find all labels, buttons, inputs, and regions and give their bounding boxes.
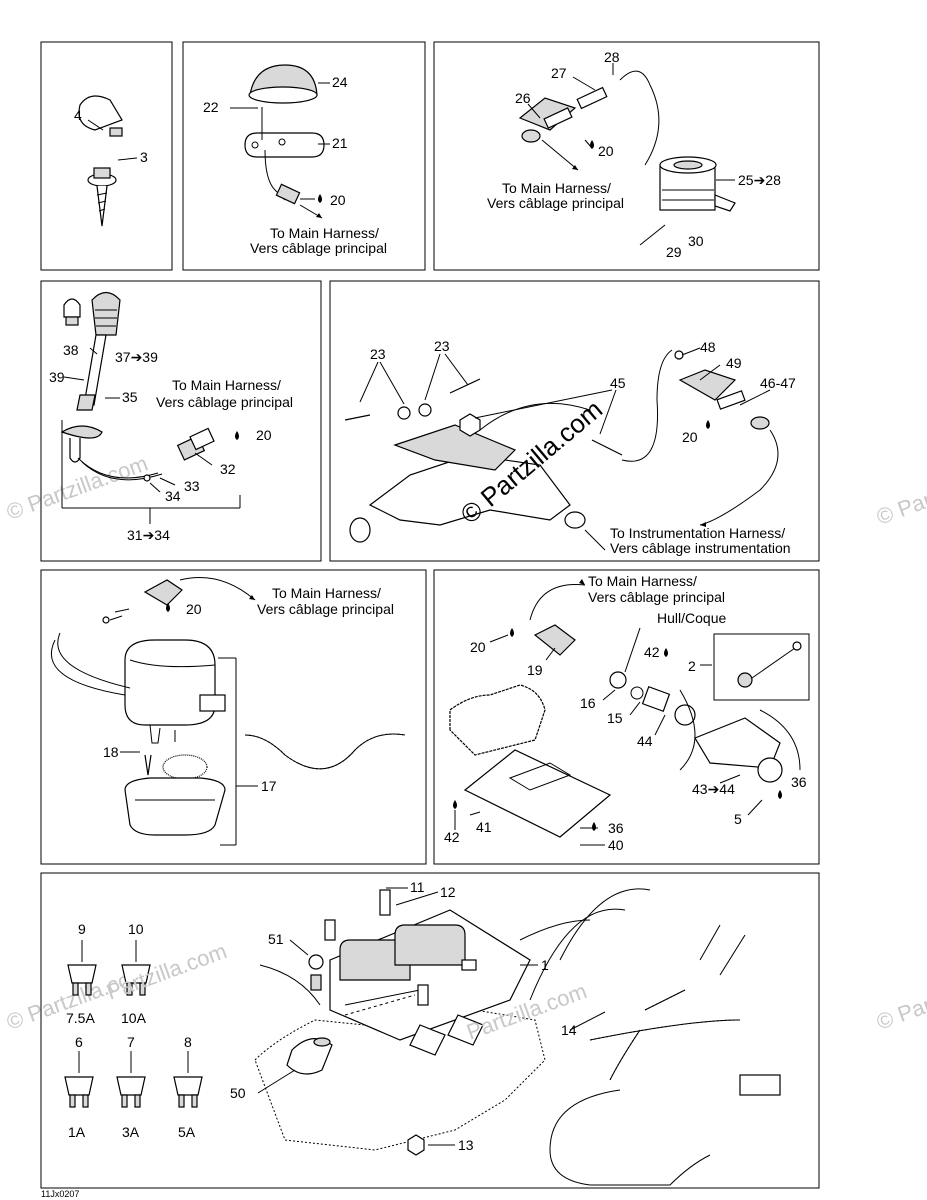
note-main-harness-en: To Main Harness/ — [272, 585, 381, 601]
panel-2: 24 22 21 20 To Main Harness/ Vers câblag… — [182, 41, 426, 271]
note-main-harness-fr: Vers câblage principal — [257, 601, 394, 617]
label-4: 4 — [74, 107, 82, 123]
label-31-34: 31➔34 — [127, 527, 170, 543]
label-20: 20 — [186, 601, 202, 617]
note-main-harness-fr: Vers câblage principal — [487, 195, 624, 211]
label-20: 20 — [330, 192, 346, 208]
label-36-bottom: 36 — [608, 820, 624, 836]
label-43-44: 43➔44 — [692, 781, 735, 797]
label-15: 15 — [607, 710, 623, 726]
label-26: 26 — [515, 90, 531, 106]
label-32: 32 — [220, 461, 236, 477]
label-25-28: 25➔28 — [738, 172, 781, 188]
label-18: 18 — [103, 744, 119, 760]
fuse-7-rating: 3A — [122, 1124, 140, 1140]
label-23-left: 23 — [370, 346, 386, 362]
label-20: 20 — [598, 143, 614, 159]
label-33: 33 — [184, 478, 200, 494]
panel-6: 20 18 17 To Main Harness/ Vers câblage p… — [40, 569, 427, 865]
fuse-9: 9 7.5A — [66, 921, 97, 1026]
fuse-6-rating: 1A — [68, 1124, 86, 1140]
label-12: 12 — [440, 884, 456, 900]
note-main-harness-fr: Vers câblage principal — [156, 394, 293, 410]
label-37-39: 37➔39 — [115, 349, 158, 365]
fuse-9-rating: 7.5A — [66, 1010, 95, 1026]
label-36-right: 36 — [791, 774, 807, 790]
fuse-6: 6 1A — [64, 1034, 94, 1140]
label-27: 27 — [551, 65, 567, 81]
note-main-harness-en: To Main Harness/ — [502, 180, 611, 196]
label-39: 39 — [49, 369, 65, 385]
note-main-harness-en: To Main Harness/ — [588, 573, 697, 589]
note-main-harness-en: To Main Harness/ — [270, 225, 379, 241]
label-11: 11 — [410, 879, 425, 895]
label-2: 2 — [688, 658, 696, 674]
panel-8: 9 7.5A 10 10A 6 1A 7 3A 8 5A — [40, 872, 820, 1189]
fuse-10: 10 10A — [121, 921, 151, 1026]
label-46-47: 46-47 — [760, 375, 796, 391]
fuse-10-num: 10 — [128, 921, 144, 937]
panel-4: 38 37➔39 39 35 20 32 33 34 31➔34 To Main… — [40, 280, 322, 562]
label-50: 50 — [230, 1085, 246, 1101]
label-1: 1 — [541, 957, 549, 973]
fuse-7: 7 3A — [116, 1034, 146, 1140]
label-23-right: 23 — [434, 338, 450, 354]
note-main-harness-en: To Main Harness/ — [172, 377, 281, 393]
label-3: 3 — [140, 149, 148, 165]
label-14: 14 — [561, 1022, 577, 1038]
label-44: 44 — [637, 733, 653, 749]
label-24: 24 — [332, 74, 348, 90]
label-45: 45 — [610, 375, 626, 391]
fuse-6-num: 6 — [75, 1034, 83, 1050]
figure-code: 11Jx0207 — [41, 1189, 79, 1199]
watermark-right: © Partzilla.com — [873, 456, 927, 530]
note-instrumentation-fr: Vers câblage instrumentation — [610, 540, 791, 556]
fuse-9-num: 9 — [78, 921, 86, 937]
label-35: 35 — [122, 389, 138, 405]
label-48: 48 — [700, 339, 716, 355]
label-13: 13 — [458, 1137, 474, 1153]
fuse-7-num: 7 — [127, 1034, 135, 1050]
fuse-8-rating: 5A — [178, 1124, 196, 1140]
label-42-top: 42 — [644, 644, 660, 660]
label-49: 49 — [726, 355, 742, 371]
label-20: 20 — [682, 429, 698, 445]
label-28: 28 — [604, 49, 620, 65]
fuse-8: 8 5A — [173, 1034, 203, 1140]
note-main-harness-fr: Vers câblage principal — [588, 589, 725, 605]
label-5: 5 — [734, 811, 742, 827]
label-30: 30 — [688, 233, 704, 249]
fuse-8-num: 8 — [184, 1034, 192, 1050]
label-40: 40 — [608, 837, 624, 853]
label-22: 22 — [203, 99, 219, 115]
label-29: 29 — [666, 244, 682, 260]
note-main-harness-fr: Vers câblage principal — [250, 240, 387, 256]
panel-7: 20 19 16 15 42 44 2 36 43➔44 5 42 41 36 … — [433, 569, 820, 865]
panel-1: 4 3 — [40, 41, 173, 271]
fuse-10-rating: 10A — [121, 1010, 147, 1026]
label-20: 20 — [470, 639, 486, 655]
panel-5: 23 23 45 48 49 46-47 20 © Partzilla.com … — [329, 280, 820, 562]
label-20: 20 — [256, 427, 272, 443]
label-19: 19 — [527, 662, 543, 678]
panel-3: 28 27 26 20 25➔28 30 29 To Main Harness/… — [433, 41, 820, 271]
label-51: 51 — [268, 931, 284, 947]
watermark-right-bottom: © Partzilla.com — [873, 961, 927, 1035]
note-instrumentation-en: To Instrumentation Harness/ — [610, 525, 785, 541]
label-17: 17 — [261, 778, 277, 794]
label-34: 34 — [165, 488, 181, 504]
label-42-bottom: 42 — [444, 829, 460, 845]
label-38: 38 — [63, 342, 79, 358]
label-16: 16 — [580, 695, 596, 711]
label-21: 21 — [332, 135, 348, 151]
label-41: 41 — [476, 819, 492, 835]
hull-label: Hull/Coque — [657, 610, 726, 626]
